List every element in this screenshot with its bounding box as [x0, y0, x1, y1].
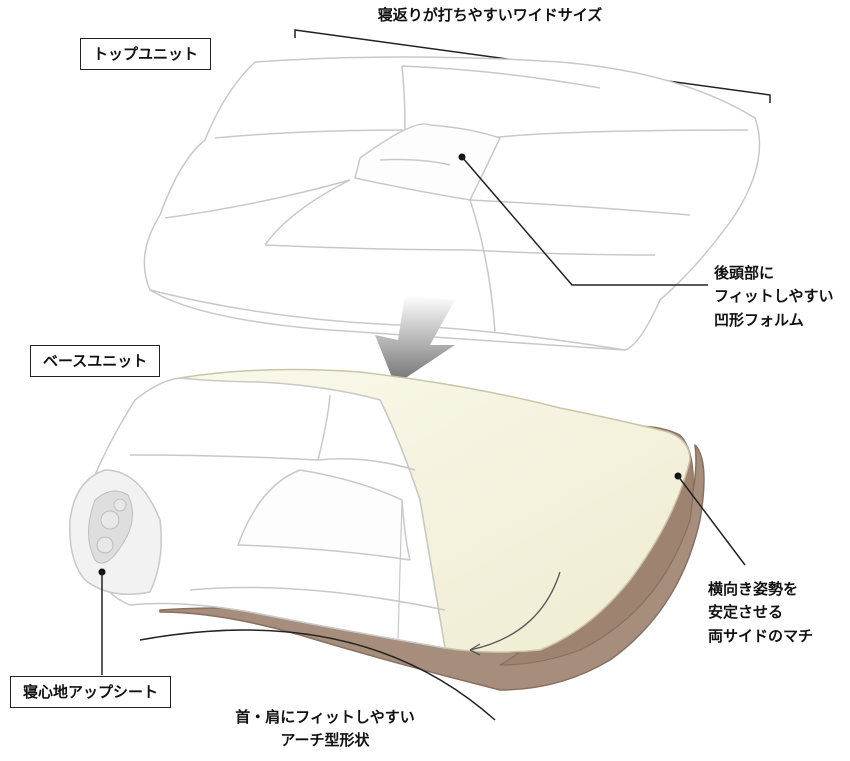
- side-gusset-line-3: 両サイドのマチ: [708, 626, 814, 645]
- base-unit-label: ベースユニット: [30, 345, 161, 377]
- top-unit-label: トップユニット: [80, 38, 212, 70]
- down-arrow: [375, 295, 455, 385]
- arch-guide-curve: [139, 629, 496, 721]
- base-unit-pillow: [69, 368, 705, 691]
- arch-shape-line-1: 首・肩にフィットしやすい: [235, 708, 415, 726]
- head-fit-line-2: フィットしやすい: [714, 287, 834, 306]
- width-caption: 寝返りが打ちやすいワイドサイズ: [377, 6, 603, 24]
- gusset-leader: [677, 475, 746, 566]
- head-fit-leader: [461, 156, 708, 286]
- side-gusset-line-1: 横向き姿勢を: [708, 580, 799, 598]
- side-gusset-callout: 横向き姿勢を 安定させる 両サイドのマチ: [708, 578, 813, 648]
- arch-shape-callout: 首・肩にフィットしやすい アーチ型形状: [205, 706, 445, 753]
- head-fit-line-1: 後頭部に: [714, 264, 775, 282]
- arch-shape-line-2: アーチ型形状: [280, 731, 370, 750]
- side-gusset-line-2: 安定させる: [708, 603, 784, 622]
- top-unit-pillow: [143, 56, 761, 351]
- head-fit-line-3: 凹形フォルム: [714, 310, 804, 329]
- comfort-sheet-label: 寝心地アップシート: [10, 676, 172, 708]
- head-fit-callout: 後頭部に フィットしやすい 凹形フォルム: [714, 262, 834, 332]
